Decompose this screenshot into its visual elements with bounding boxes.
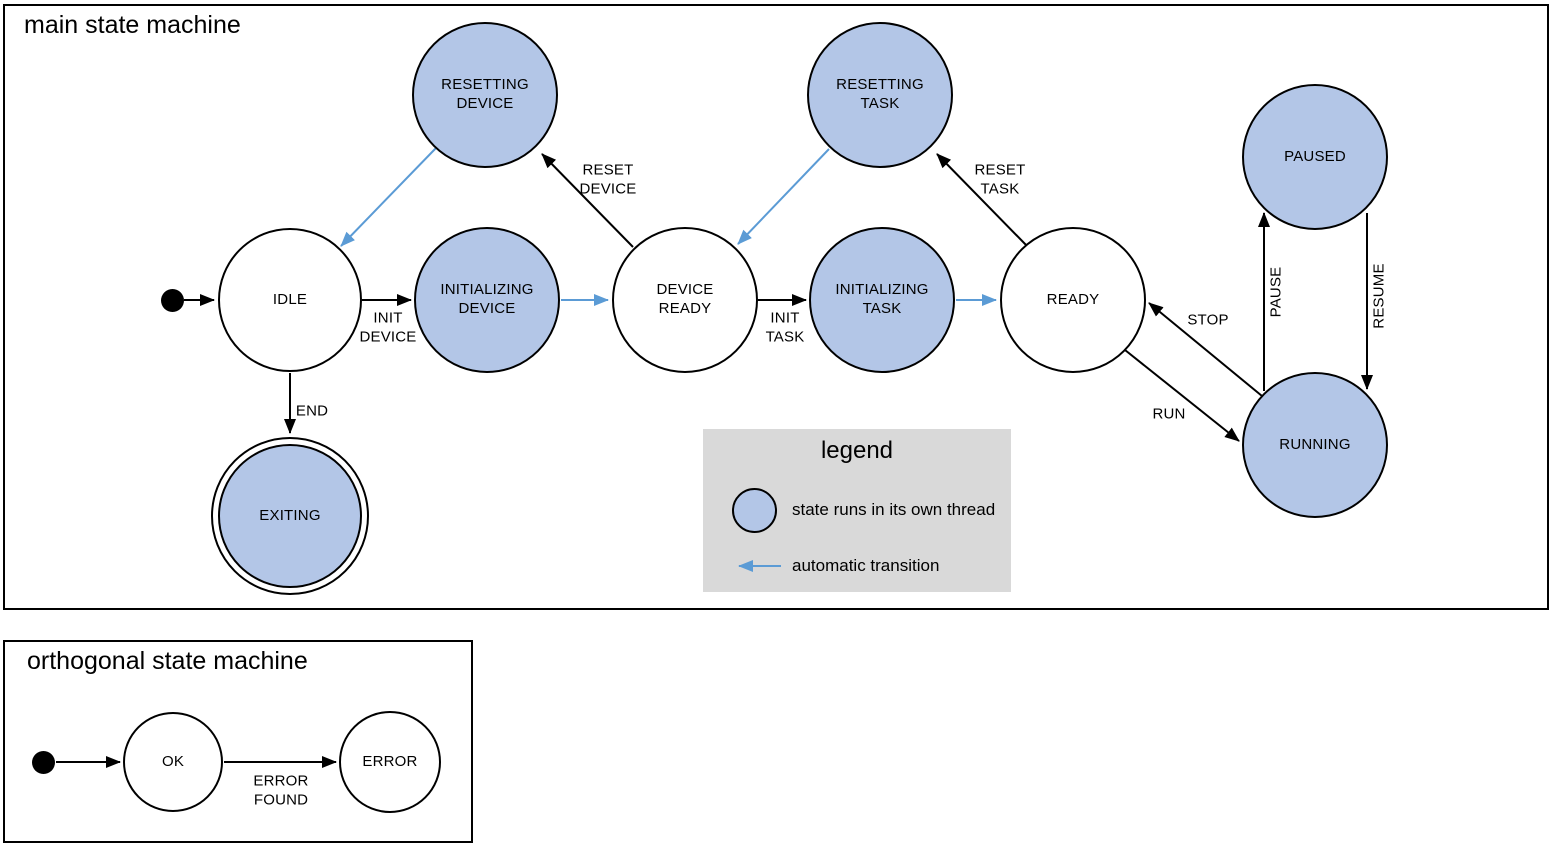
state-initializing-task: INITIALIZING TASK [809, 227, 955, 373]
legend-box: legend state runs in its own thread auto… [703, 429, 1011, 592]
state-idle: IDLE [218, 228, 362, 372]
state-ok: OK [123, 712, 223, 812]
initial-state-dot-orthogonal [32, 751, 55, 774]
state-device-ready: DEVICE READY [612, 227, 758, 373]
legend-item-automatic-transition-label: automatic transition [792, 556, 940, 575]
legend-title: legend [820, 437, 894, 464]
transition-label-reset-task: RESET TASK [974, 161, 1026, 197]
state-running: RUNNING [1242, 372, 1388, 518]
state-resetting-task: RESETTING TASK [807, 22, 953, 168]
edge-auto-resetting-task-to-device-ready [737, 148, 830, 245]
orthogonal-state-machine-frame [3, 640, 473, 843]
thread-state-icon [732, 488, 777, 533]
state-paused: PAUSED [1242, 84, 1388, 230]
transition-label-init-device: INIT DEVICE [359, 309, 417, 345]
edge-reset-task [936, 153, 1029, 248]
initial-state-dot-main [161, 289, 184, 312]
state-initializing-device: INITIALIZING DEVICE [414, 227, 560, 373]
transition-label-end: END [295, 402, 329, 420]
state-resetting-device: RESETTING DEVICE [412, 22, 558, 168]
transition-label-init-task: INIT TASK [765, 309, 805, 345]
edge-auto-resetting-device-to-idle [340, 147, 437, 247]
automatic-transition-arrow-icon [738, 560, 781, 572]
state-ready: READY [1000, 227, 1146, 373]
transition-label-error-found: ERROR FOUND [253, 772, 309, 808]
main-state-machine-frame [3, 4, 1549, 610]
orthogonal-state-machine-title: orthogonal state machine [27, 647, 308, 675]
edge-reset-device [541, 153, 634, 248]
main-state-machine-title: main state machine [24, 11, 241, 39]
edge-stop [1148, 302, 1263, 397]
transition-label-pause: PAUSE [1267, 266, 1285, 318]
transition-label-resume: RESUME [1370, 263, 1388, 329]
final-state-ring-exiting: EXITING [211, 437, 369, 595]
legend-item-thread-state-label: state runs in its own thread [792, 500, 996, 519]
transition-label-reset-device: RESET DEVICE [579, 161, 637, 197]
transition-label-stop: STOP [1187, 311, 1229, 329]
edge-run [1124, 349, 1240, 442]
transition-label-run: RUN [1152, 405, 1186, 423]
state-error: ERROR [339, 711, 441, 813]
state-exiting: EXITING [218, 444, 362, 588]
